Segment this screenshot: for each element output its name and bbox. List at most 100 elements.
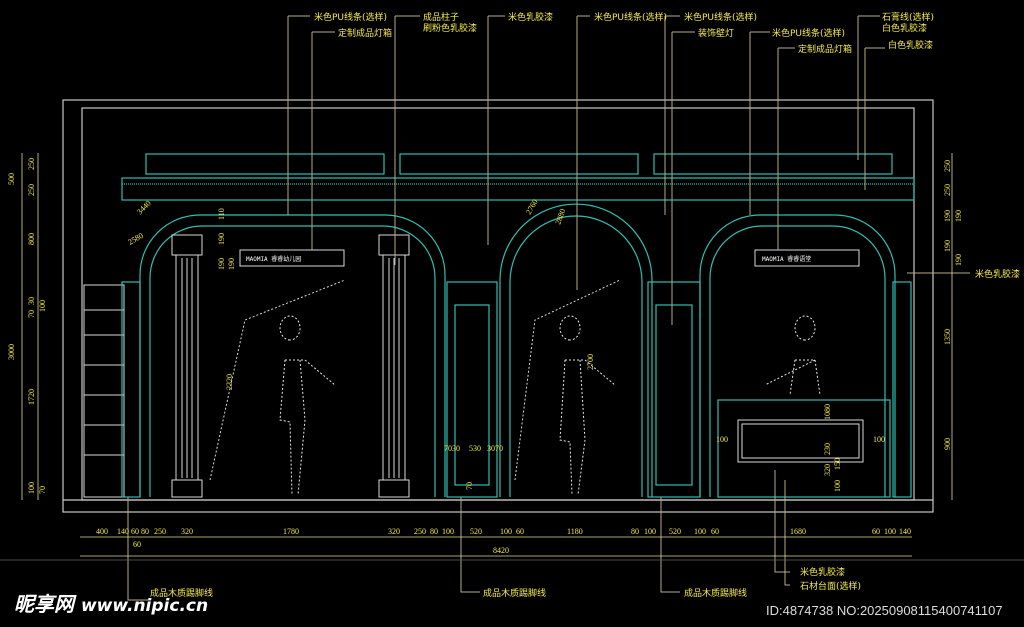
label-stone-top: 石材台面(选样) — [800, 580, 861, 592]
svg-text:230: 230 — [823, 443, 832, 455]
svg-text:190: 190 — [943, 210, 952, 222]
svg-text:100: 100 — [38, 300, 47, 312]
light-beam-mid — [514, 279, 621, 481]
svg-text:520: 520 — [470, 527, 482, 536]
pilasters — [121, 281, 912, 498]
svg-text:1780: 1780 — [283, 527, 299, 536]
label-bottom-beige-paint: 米色乳胶漆 — [800, 566, 845, 578]
svg-text:100: 100 — [716, 435, 728, 444]
svg-text:100: 100 — [884, 527, 896, 536]
svg-text:1720: 1720 — [27, 389, 36, 405]
wall-inner — [81, 107, 915, 501]
svg-text:100: 100 — [442, 527, 454, 536]
svg-text:60: 60 — [131, 527, 139, 536]
svg-text:900: 900 — [943, 438, 952, 450]
svg-text:1180: 1180 — [567, 527, 583, 536]
svg-text:190: 190 — [943, 240, 952, 252]
svg-text:250: 250 — [943, 160, 952, 172]
label-pu-trim-1: 米色PU线条(选样) — [314, 11, 387, 23]
left-dimension-text: 500 250 250 800 3000 70 30 100 1720 100 … — [7, 158, 47, 494]
leader-lines — [127, 15, 970, 601]
svg-text:140: 140 — [117, 527, 129, 536]
svg-text:80: 80 — [141, 527, 149, 536]
svg-text:1080: 1080 — [823, 404, 832, 420]
watermark-logo-text: 昵享网 — [14, 592, 74, 616]
column-left — [171, 234, 203, 498]
svg-text:520: 520 — [669, 527, 681, 536]
label-column: 成品柱子 — [423, 11, 459, 23]
svg-text:190: 190 — [954, 210, 963, 222]
label-lightbox-2: 定制成品灯箱 — [798, 43, 852, 55]
svg-text:140: 140 — [899, 527, 911, 536]
svg-text:60: 60 — [711, 527, 719, 536]
sign-box-right — [754, 249, 860, 267]
svg-text:320: 320 — [823, 464, 832, 476]
arch-right-inner — [709, 225, 886, 497]
inner-dimension-text: 2320 2700 3440 2580 2760 2880 110 190 19… — [127, 198, 886, 492]
svg-text:70: 70 — [27, 310, 36, 318]
svg-text:250: 250 — [154, 527, 166, 536]
svg-text:150: 150 — [833, 458, 842, 470]
svg-text:250: 250 — [943, 184, 952, 196]
label-pink-paint: 刷粉色乳胶漆 — [423, 22, 477, 34]
svg-text:2700: 2700 — [586, 354, 595, 370]
arch-middle — [499, 203, 653, 497]
label-white-paint-1: 白色乳胶漆 — [882, 22, 927, 34]
image-id: ID:4874738 NO:20250908115400741107 — [766, 603, 1003, 618]
svg-text:100: 100 — [694, 527, 706, 536]
label-pu-trim-3: 米色PU线条(选样) — [684, 11, 757, 23]
svg-text:80: 80 — [430, 527, 438, 536]
svg-text:190: 190 — [217, 233, 226, 245]
sign-text-right: MAOMIA 睿睿语堂 — [762, 255, 811, 263]
human-figures — [279, 315, 821, 496]
label-white-paint-2: 白色乳胶漆 — [888, 39, 933, 51]
svg-text:30: 30 — [27, 297, 36, 305]
svg-text:70: 70 — [38, 486, 47, 494]
svg-text:60: 60 — [516, 527, 524, 536]
arch-left — [139, 214, 446, 497]
label-beige-paint: 米色乳胶漆 — [508, 11, 553, 23]
watermark-logo: 昵享网 www.nipic.cn — [14, 588, 208, 617]
svg-text:250: 250 — [27, 184, 36, 196]
svg-text:2320: 2320 — [225, 374, 234, 390]
svg-text:190: 190 — [227, 258, 236, 270]
svg-text:250: 250 — [414, 527, 426, 536]
sign-box-left — [239, 249, 345, 267]
svg-text:320: 320 — [388, 527, 400, 536]
label-lightbox-1: 定制成品灯箱 — [338, 27, 392, 39]
svg-text:80: 80 — [631, 527, 639, 536]
svg-text:500: 500 — [7, 173, 16, 185]
svg-text:250: 250 — [27, 158, 36, 170]
svg-text:7030: 7030 — [444, 444, 460, 453]
label-pu-trim-2: 米色PU线条(选样) — [594, 11, 667, 23]
label-wall-lamp: 装饰壁灯 — [698, 27, 734, 39]
label-pu-trim-4: 米色PU线条(选样) — [772, 27, 845, 39]
svg-text:800: 800 — [27, 233, 36, 245]
label-right-beige-paint: 米色乳胶漆 — [975, 268, 1020, 280]
svg-text:100: 100 — [873, 435, 885, 444]
arch-middle-inner — [509, 215, 643, 497]
svg-text:400: 400 — [96, 527, 108, 536]
svg-text:1680: 1680 — [790, 527, 806, 536]
right-dimension-text: 250 250 190 190 190 190 1350 900 — [943, 160, 963, 450]
label-baseboard-3: 成品木质踢脚线 — [684, 587, 747, 599]
bottom-dimension-text: 400 140 60 80 250 320 1780 320 250 80 10… — [96, 527, 911, 555]
total-width: 8420 — [493, 546, 509, 555]
svg-text:110: 110 — [217, 208, 226, 220]
sign-text-left: MAOMIA 睿睿幼儿园 — [246, 255, 301, 263]
watermark-url: www.nipic.cn — [80, 596, 209, 616]
svg-text:100: 100 — [833, 480, 842, 492]
svg-text:3440: 3440 — [135, 199, 153, 217]
svg-text:190: 190 — [954, 254, 963, 266]
svg-text:60: 60 — [872, 527, 880, 536]
svg-text:100: 100 — [644, 527, 656, 536]
ceiling-lightboxes — [121, 153, 915, 201]
arch-right — [699, 214, 896, 497]
dimension-lines — [0, 153, 1024, 561]
svg-text:60: 60 — [133, 540, 141, 549]
svg-text:100: 100 — [27, 482, 36, 494]
svg-text:100: 100 — [500, 527, 512, 536]
reception-desk — [717, 399, 891, 498]
